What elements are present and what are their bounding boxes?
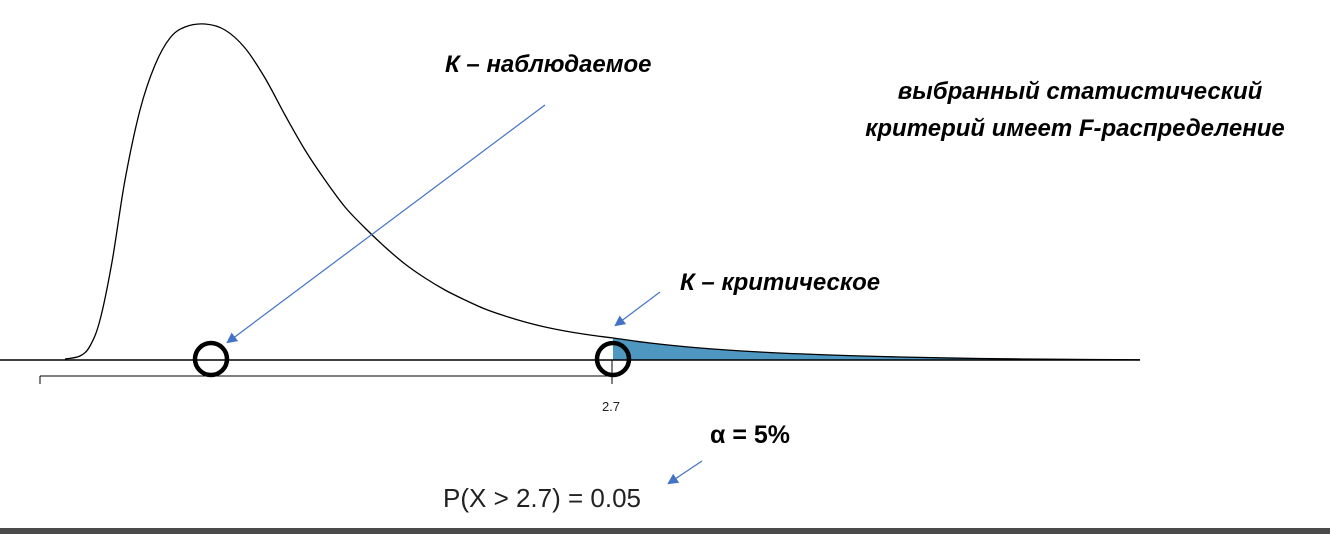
f-density-curve bbox=[64, 23, 1141, 361]
description-line-2: критерий имеет F-распределение bbox=[865, 115, 1285, 142]
observed-arrow bbox=[226, 104, 546, 344]
description-line-1: выбранный статистический bbox=[898, 78, 1263, 105]
observed-label: К – наблюдаемое bbox=[445, 51, 651, 78]
tick-label-critical: 2.7 bbox=[602, 399, 620, 414]
critical-region-fill bbox=[613, 338, 1140, 360]
critical-value-circle bbox=[594, 340, 632, 378]
probability-arrow bbox=[667, 460, 703, 485]
critical-arrow bbox=[614, 291, 661, 327]
critical-label: К – критическое bbox=[680, 269, 880, 296]
bottom-border bbox=[0, 528, 1330, 534]
observed-value-circle bbox=[192, 340, 230, 378]
probability-label: P(X > 2.7) = 0.05 bbox=[443, 483, 641, 513]
alpha-label: α = 5% bbox=[710, 421, 790, 449]
